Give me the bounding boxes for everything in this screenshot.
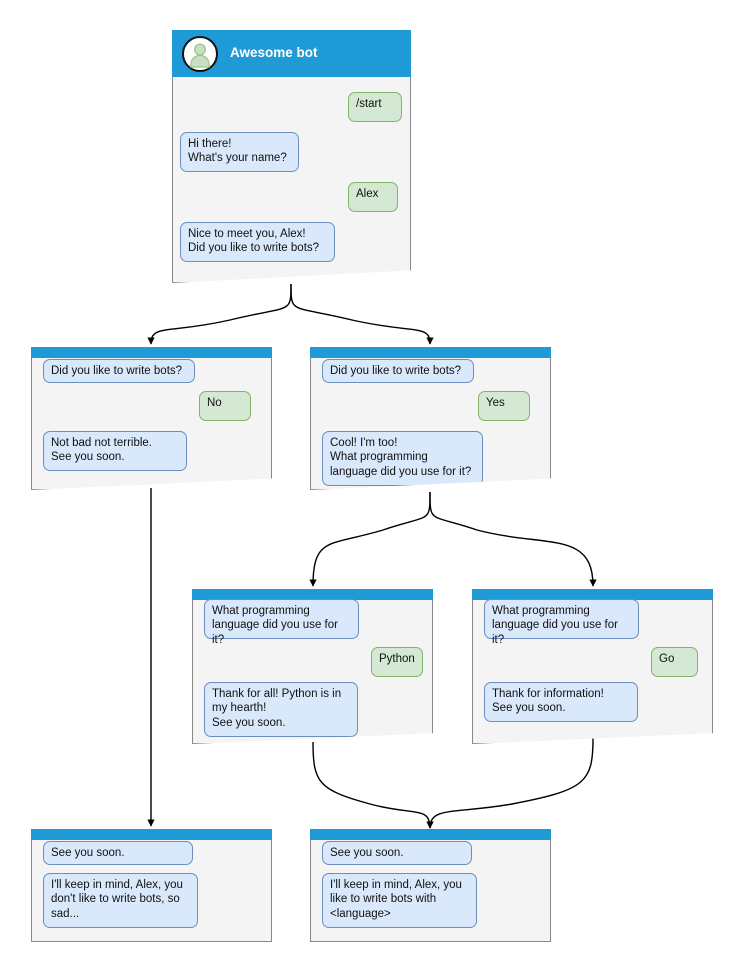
edge-yes-to-python <box>309 491 431 587</box>
card-title: Awesome bot <box>230 45 318 60</box>
message-bubble-bot: What programming language did you use fo… <box>484 599 639 646</box>
edge-go-to-end-happy <box>426 737 594 829</box>
chat-card-answer-go[interactable]: What programming language did you use fo… <box>472 589 713 744</box>
chat-card-answer-no[interactable]: Did you like to write bots? No Not bad n… <box>31 347 272 490</box>
message-bubble-bot: What programming language did you use fo… <box>204 599 359 646</box>
card-header <box>472 589 713 600</box>
message-bubble-bot: See you soon. <box>322 841 472 865</box>
edge-start-to-yes <box>290 283 434 345</box>
message-bubble-bot: Hi there! What's your name? <box>180 132 299 172</box>
card-header <box>192 589 433 600</box>
chat-card-end-sad[interactable]: See you soon. I'll keep in mind, Alex, y… <box>31 829 272 942</box>
chat-card-answer-python[interactable]: What programming language did you use fo… <box>192 589 433 744</box>
message-bubble-bot: Not bad not terrible. See you soon. <box>43 431 187 471</box>
message-bubble-user: /start <box>348 92 402 122</box>
message-bubble-user: No <box>199 391 251 421</box>
chat-card-end-happy[interactable]: See you soon. I'll keep in mind, Alex, y… <box>310 829 551 942</box>
chat-card-answer-yes[interactable]: Did you like to write bots? Yes Cool! I'… <box>310 347 551 490</box>
message-bubble-bot: Thank for all! Python is in my hearth! S… <box>204 682 358 737</box>
message-bubble-bot: Did you like to write bots? <box>322 359 474 383</box>
message-bubble-bot: Thank for information! See you soon. <box>484 682 638 722</box>
message-bubble-bot: See you soon. <box>43 841 193 865</box>
message-bubble-bot: I'll keep in mind, Alex, you like to wri… <box>322 873 477 928</box>
chat-card-start[interactable]: Awesome bot /start Hi there! What's your… <box>172 30 411 283</box>
person-avatar-icon <box>182 36 218 72</box>
message-bubble-user: Python <box>371 647 423 677</box>
card-header <box>31 347 272 358</box>
edge-start-to-no <box>147 283 292 345</box>
edge-python-to-end-happy <box>312 741 434 829</box>
card-header <box>31 829 272 840</box>
message-bubble-user: Go <box>651 647 698 677</box>
message-bubble-bot: Nice to meet you, Alex! Did you like to … <box>180 222 335 262</box>
message-bubble-bot: I'll keep in mind, Alex, you don't like … <box>43 873 198 928</box>
card-header <box>310 829 551 840</box>
edge-yes-to-go <box>429 491 597 587</box>
message-bubble-bot: Cool! I'm too! What programming language… <box>322 431 483 486</box>
card-header <box>310 347 551 358</box>
message-bubble-bot: Did you like to write bots? <box>43 359 195 383</box>
message-bubble-user: Yes <box>478 391 530 421</box>
message-bubble-user: Alex <box>348 182 398 212</box>
